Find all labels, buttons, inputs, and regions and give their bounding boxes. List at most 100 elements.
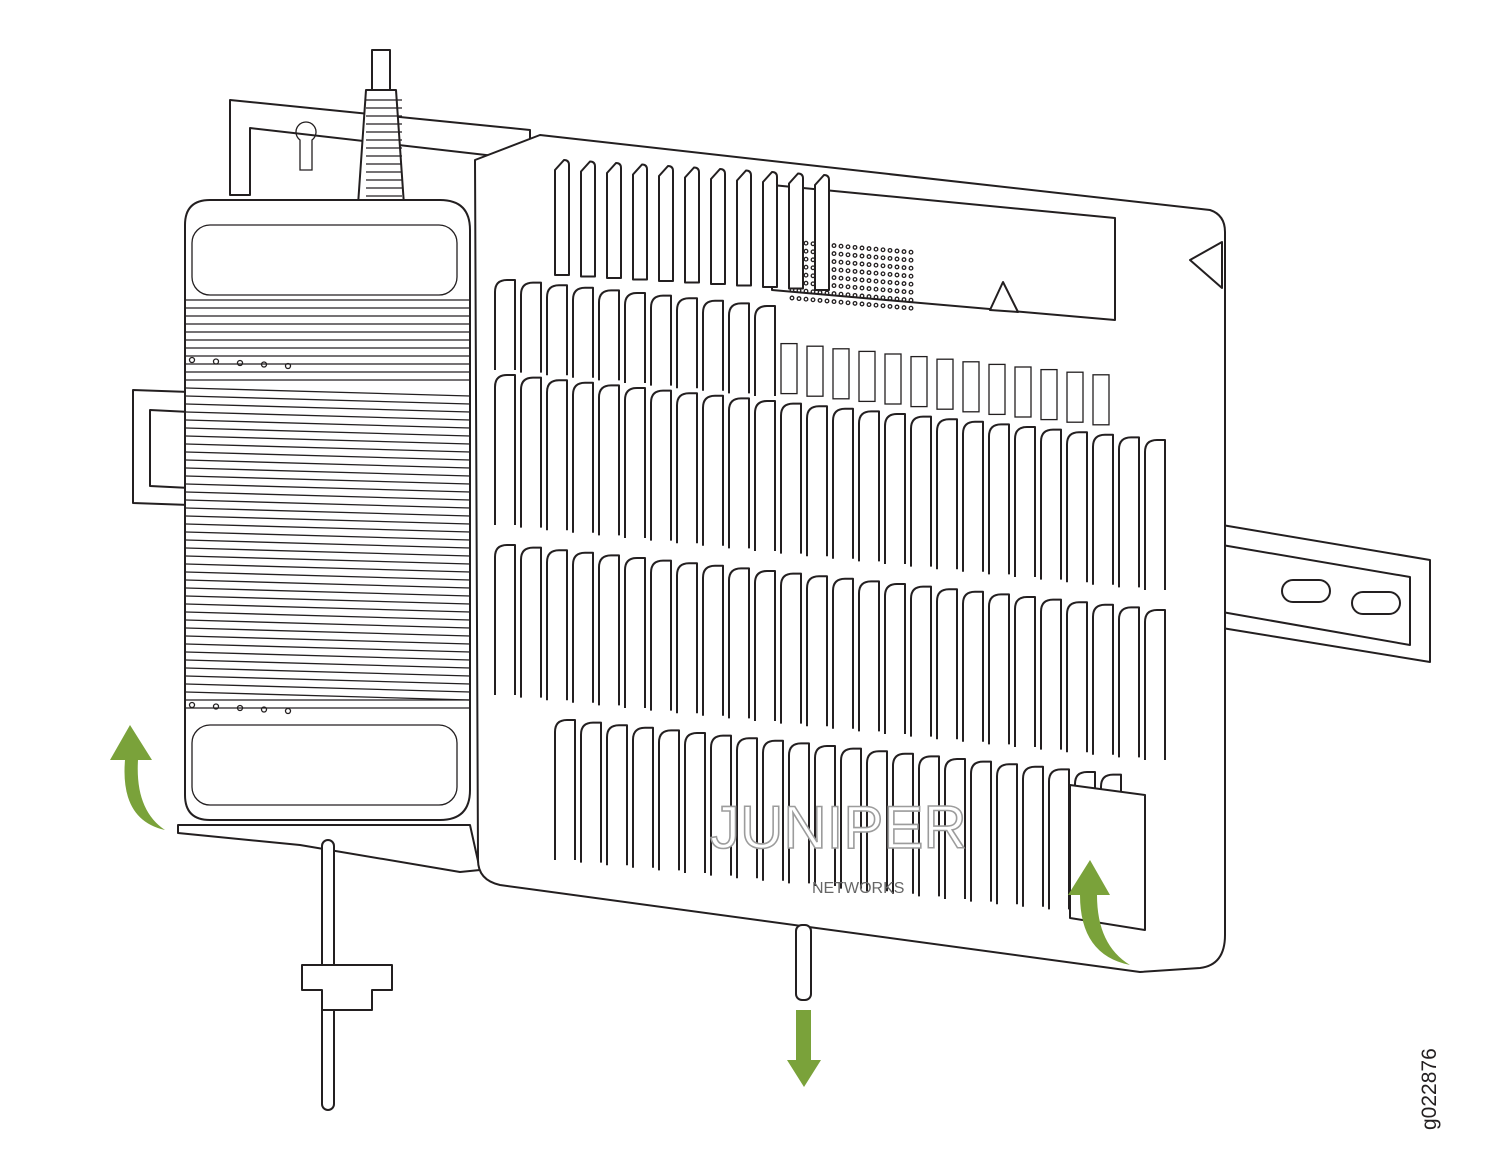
heatsink-fin <box>988 363 1006 416</box>
vent-hole <box>852 300 858 306</box>
vent-hole <box>845 284 851 290</box>
psu-led <box>236 359 244 367</box>
heatsink-fin <box>884 353 902 405</box>
vent-hole <box>908 305 914 311</box>
vent-hole <box>866 286 872 292</box>
cable-tie <box>301 839 393 1111</box>
psu-rib <box>185 595 471 605</box>
vent-hole <box>838 299 844 305</box>
vent-hole <box>887 279 893 285</box>
heatsink-fin <box>962 361 980 413</box>
juniper-logo-subtext: NETWORKS <box>812 880 904 897</box>
pull-down-arrow <box>787 1010 821 1087</box>
psu-rib <box>185 643 471 653</box>
vent-hole <box>894 296 900 302</box>
vent-hole <box>838 291 844 297</box>
vent-hole <box>908 257 914 263</box>
heatsink-fin <box>650 294 672 386</box>
heatsink-fin <box>832 348 850 400</box>
vent-hole <box>866 302 872 308</box>
vent-hole <box>796 296 802 302</box>
vent-hole <box>852 292 858 298</box>
heatsink-fin <box>1118 436 1140 588</box>
vent-hole <box>880 271 886 277</box>
vent-hole <box>873 278 879 284</box>
heatsink-fin <box>996 763 1018 905</box>
psu-rib <box>185 475 471 485</box>
heatsink-fin <box>728 397 750 549</box>
vent-hole <box>873 254 879 260</box>
vent-hole <box>803 296 809 302</box>
psu-rib <box>185 675 471 685</box>
vent-hole <box>908 273 914 279</box>
heatsink-fin <box>1014 366 1032 418</box>
heatsink-fin <box>702 299 724 391</box>
heatsink-fin <box>624 292 646 383</box>
vent-hole <box>866 262 872 268</box>
vent-hole <box>901 297 907 303</box>
vent-hole <box>852 252 858 258</box>
psu-rib <box>185 395 471 405</box>
heatsink-fin <box>676 562 698 714</box>
vent-hole <box>852 260 858 266</box>
vent-hole <box>803 272 809 278</box>
vent-hole <box>803 264 809 270</box>
heatsink-fin <box>814 174 830 291</box>
vent-hole <box>831 283 837 289</box>
vent-hole <box>866 254 872 260</box>
psu-led <box>212 358 220 365</box>
vent-hole <box>845 276 851 282</box>
heatsink-fin <box>962 590 984 742</box>
heatsink-fin <box>970 760 992 902</box>
psu-rib <box>185 435 471 445</box>
vent-hole <box>894 304 900 310</box>
heatsink-fin <box>710 168 726 285</box>
heatsink-fin <box>788 742 810 884</box>
rotate-arrow-right <box>1068 860 1130 965</box>
vent-hole <box>866 294 872 300</box>
psu-led <box>212 703 220 710</box>
psu-led <box>260 361 268 368</box>
heatsink-fin <box>1022 765 1044 907</box>
heatsink-fin <box>910 585 932 737</box>
heatsink-fin <box>754 400 776 551</box>
psu-led <box>188 356 196 364</box>
vent-hole <box>894 288 900 294</box>
heatsink-fin <box>1092 603 1114 755</box>
heatsink-fin <box>1014 596 1036 747</box>
heatsink-fin <box>884 413 906 564</box>
vent-hole <box>831 243 837 249</box>
heatsink-fin <box>1040 598 1062 750</box>
vent-hole <box>880 287 886 293</box>
heatsink-fin <box>702 394 724 546</box>
heatsink-fin <box>806 345 824 397</box>
heatsink-fin <box>572 381 594 533</box>
heatsink-fin <box>624 557 646 708</box>
vent-hole <box>887 295 893 301</box>
heatsink-fin <box>650 559 672 711</box>
psu-led <box>284 362 292 370</box>
vent-hole <box>803 240 809 246</box>
vent-hole <box>901 249 907 255</box>
vent-hole <box>880 295 886 301</box>
heatsink-fin <box>806 405 828 557</box>
vent-hole <box>845 292 851 298</box>
psu-rib <box>185 411 471 421</box>
vent-hole <box>880 279 886 285</box>
vent-hole <box>873 294 879 300</box>
psu-rib <box>185 579 471 589</box>
psu-rib <box>185 467 471 477</box>
vent-hole <box>838 283 844 289</box>
juniper-logo: JUNIPER <box>710 794 967 861</box>
heatsink-fin <box>762 739 784 881</box>
heatsink-fin <box>580 160 596 278</box>
psu-rib <box>185 531 471 541</box>
heatsink-fin <box>988 423 1010 575</box>
psu-rib <box>185 507 471 517</box>
vent-hole <box>859 277 865 283</box>
vent-hole <box>901 273 907 279</box>
vent-hole <box>838 243 844 249</box>
vent-hole <box>845 268 851 274</box>
heatsink-fin <box>910 415 932 567</box>
